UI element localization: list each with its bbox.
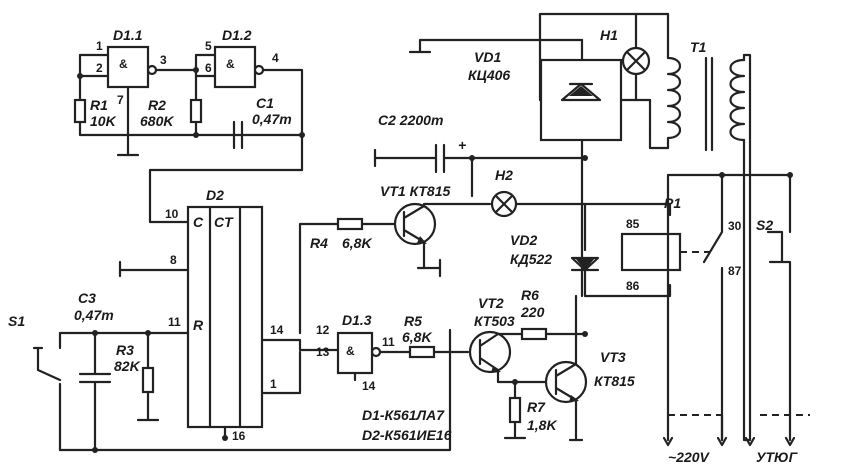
gate-d1-3: [336, 331, 374, 375]
r6-value: 220: [520, 304, 545, 320]
pin-label: 1: [270, 377, 277, 391]
r1-value: 10K: [90, 113, 117, 129]
transistor-vt1: [393, 202, 437, 246]
and-symbol: &: [119, 57, 128, 71]
d2-pin-ct: CT: [214, 214, 234, 230]
oscillator-section: & D1.1 1 2 3 7 R1 10K R2 680K & D1.2 5 6…: [73, 27, 305, 224]
gate-d1-2: [213, 45, 257, 89]
vt3-ref: VT3: [600, 349, 626, 365]
pin-label: 5: [205, 39, 212, 53]
r3-ref: R3: [116, 342, 134, 358]
pin-label: 3: [160, 53, 167, 67]
vd2-value: КД522: [510, 251, 552, 267]
t1-label: T1: [690, 39, 707, 55]
d2-label: D2: [206, 187, 224, 203]
resistor-r5: [408, 345, 436, 359]
pin-label: 1: [96, 39, 103, 53]
r7-ref: R7: [527, 399, 546, 415]
r3-value: 82K: [114, 358, 141, 374]
r5-value: 6,8K: [402, 329, 432, 345]
c1-ref: C1: [256, 95, 274, 111]
iron-label: УТЮГ: [756, 449, 799, 465]
vd2-ref: VD2: [510, 232, 537, 248]
inverter-bubble: [370, 346, 382, 358]
pin-label: 10: [165, 207, 179, 221]
c3-value: 0,47m: [74, 307, 114, 323]
resistor-r6: [520, 327, 548, 341]
c3-ref: C3: [78, 290, 96, 306]
power-supply: VD1 КЦ406 H1 T1: [408, 12, 752, 442]
pin-label: 4: [272, 51, 279, 65]
r4-value: 6,8K: [342, 235, 372, 251]
h1-label: H1: [600, 27, 618, 43]
pin-label: 11: [168, 315, 181, 329]
r7-value: 1,8K: [527, 417, 557, 433]
gate-d1-3-group: & D1.3 12 13 11 14 R5 6,8K R4 6,8K D1-К5…: [298, 217, 470, 443]
ic-note-d2: D2-К561ИЕ16: [362, 427, 452, 443]
pin-label: 13: [316, 345, 330, 359]
transistor-vt2: [468, 330, 512, 374]
r5-ref: R5: [404, 313, 422, 329]
pin-86: 86: [626, 279, 640, 293]
d1-3-label: D1.3: [342, 312, 372, 328]
inverter-bubble: [146, 64, 158, 76]
pin-label: 12: [316, 323, 330, 337]
pin-30: 30: [728, 219, 742, 233]
pin-label: 14: [270, 323, 284, 337]
output-stage-vt1: VT1 КТ815 H2 + C2 2200m: [373, 112, 587, 278]
ic-note-d1: D1-К561ЛА7: [362, 407, 445, 423]
d1-1-label: D1.1: [113, 27, 143, 43]
r1-ref: R1: [90, 97, 108, 113]
resistor-r1: [73, 98, 87, 124]
pin-label: 11: [382, 335, 395, 349]
r6-ref: R6: [521, 287, 539, 303]
and-symbol: &: [226, 57, 235, 71]
vt2-value: КТ503: [474, 313, 515, 329]
vt3-value: КТ815: [594, 373, 635, 389]
vd1-ref: VD1: [474, 49, 501, 65]
c1-value: 0,47m: [252, 111, 292, 127]
pin-label: 7: [117, 93, 124, 107]
r2-ref: R2: [148, 97, 166, 113]
driver-stage: VT2 КТ503 R6 220 R7 1,8K VT3 КТ815: [468, 287, 635, 442]
d2-body: [186, 205, 264, 429]
c2-label: C2 2200m: [378, 112, 443, 128]
resistor-r3: [141, 366, 155, 394]
resistor-r7: [508, 396, 522, 424]
pin-87: 87: [728, 264, 742, 278]
relay-section: VD2 КД522 P1 85 86 30 87 S2 ~220V УТЮГ: [510, 172, 810, 465]
reset-network: S1 C3 0,47m R3 82K: [8, 290, 452, 453]
pin-85: 85: [626, 217, 640, 231]
p1-label: P1: [664, 195, 681, 211]
r2-value: 680K: [140, 113, 174, 129]
vt1-label: VT1 КТ815: [380, 183, 450, 199]
pin-label: 8: [170, 253, 177, 267]
h2-label: H2: [495, 167, 513, 183]
vt2-ref: VT2: [478, 295, 504, 311]
c2-plus: +: [458, 137, 466, 153]
resistor-r2: [189, 98, 203, 124]
counter-d2: D2 C CT R 10 8 11 14 1 16: [58, 187, 340, 443]
transistor-vt3: [544, 360, 588, 404]
r4-ref: R4: [310, 235, 328, 251]
resistor-r4: [336, 217, 364, 231]
d2-pin-r: R: [193, 317, 204, 333]
mains-label: ~220V: [668, 449, 711, 465]
s1-label: S1: [8, 313, 25, 329]
d2-pin-c: C: [193, 214, 204, 230]
and-symbol: &: [346, 344, 355, 358]
gate-d1-1: [106, 45, 150, 89]
pin-label: 14: [362, 379, 376, 393]
pin-label: 16: [232, 429, 246, 443]
pin-label: 6: [205, 61, 212, 75]
pin-label: 2: [96, 61, 103, 75]
d1-2-label: D1.2: [222, 27, 252, 43]
relay-coil-p1: [620, 232, 682, 272]
vd1-value: КЦ406: [468, 67, 510, 83]
s2-label: S2: [756, 217, 773, 233]
inverter-bubble: [253, 64, 265, 76]
